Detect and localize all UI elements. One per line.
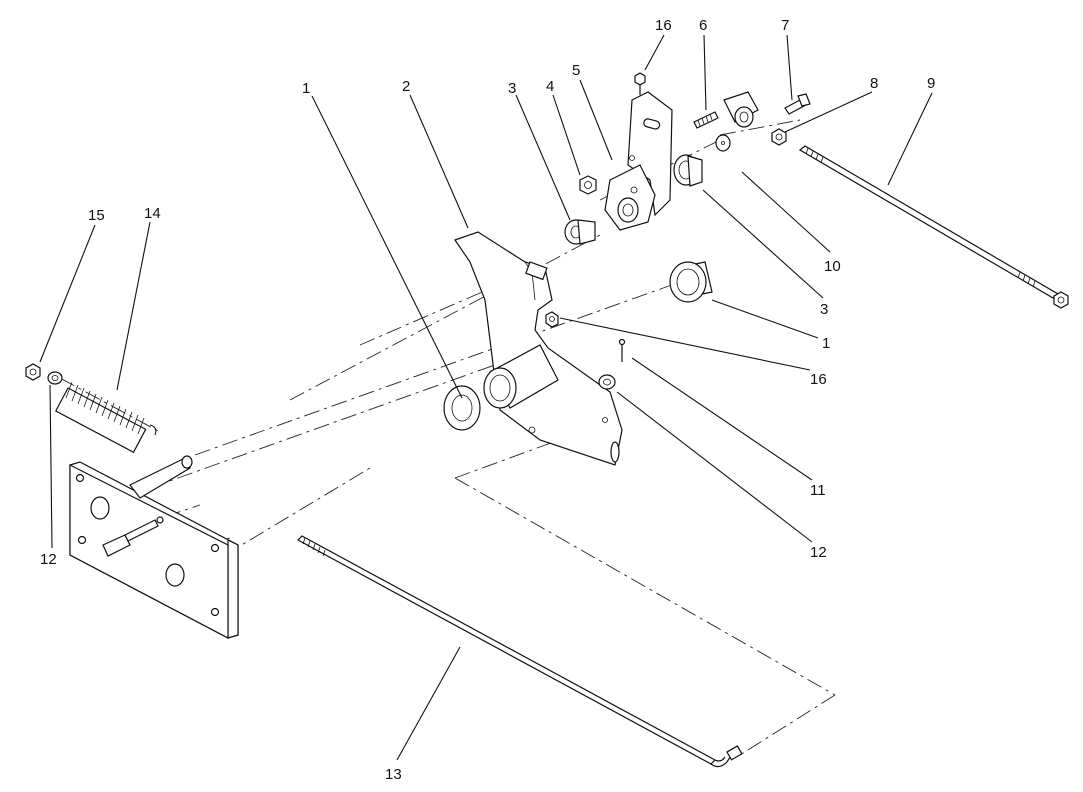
washer-right <box>598 374 616 390</box>
cotter-pin <box>618 338 626 362</box>
clevis <box>723 91 759 128</box>
nut-8 <box>771 128 787 146</box>
callout-1-upper: 1 <box>302 80 310 97</box>
callout-16-lower: 16 <box>810 371 827 388</box>
callout-11: 11 <box>810 482 826 499</box>
nut-left <box>25 363 41 381</box>
washer-left <box>47 371 63 385</box>
callout-4: 4 <box>546 78 554 95</box>
spring <box>54 381 157 454</box>
callout-13: 13 <box>385 766 402 783</box>
callout-9: 9 <box>927 75 935 92</box>
grease-fitting-top <box>634 72 646 95</box>
callout-15: 15 <box>88 207 105 224</box>
washer-10 <box>715 134 731 152</box>
callout-12-right: 12 <box>810 544 827 561</box>
callout-7: 7 <box>781 17 789 34</box>
callout-6: 6 <box>699 17 707 34</box>
spacer-middle <box>673 154 703 187</box>
mounting-plate <box>69 455 239 639</box>
pivot-hub <box>483 344 559 409</box>
callout-2: 2 <box>402 78 410 95</box>
callout-3-lower: 3 <box>820 301 828 318</box>
callout-3-upper: 3 <box>508 80 516 97</box>
nut-4 <box>579 175 597 195</box>
rod-13 <box>297 535 743 768</box>
upper-bracket <box>604 91 673 231</box>
threaded-stud <box>693 111 719 129</box>
leader-lines <box>39 34 933 761</box>
callout-labels: 1 2 3 4 5 16 6 7 8 9 10 3 1 16 11 12 13 … <box>40 17 935 783</box>
grease-fitting-lower <box>545 311 559 328</box>
callout-12-left: 12 <box>40 551 57 568</box>
bushing-left <box>443 385 481 431</box>
callout-16-upper: 16 <box>655 17 672 34</box>
rod-9 <box>798 145 1069 309</box>
bushing-right <box>669 261 713 303</box>
callout-8: 8 <box>870 75 878 92</box>
callout-14: 14 <box>144 205 161 222</box>
callout-5: 5 <box>572 62 580 79</box>
bolt-7 <box>784 93 811 115</box>
assembly-axis-lines <box>59 119 836 756</box>
spacer-upper <box>564 219 596 245</box>
callout-1-lower: 1 <box>822 335 830 352</box>
callout-10: 10 <box>824 258 841 275</box>
